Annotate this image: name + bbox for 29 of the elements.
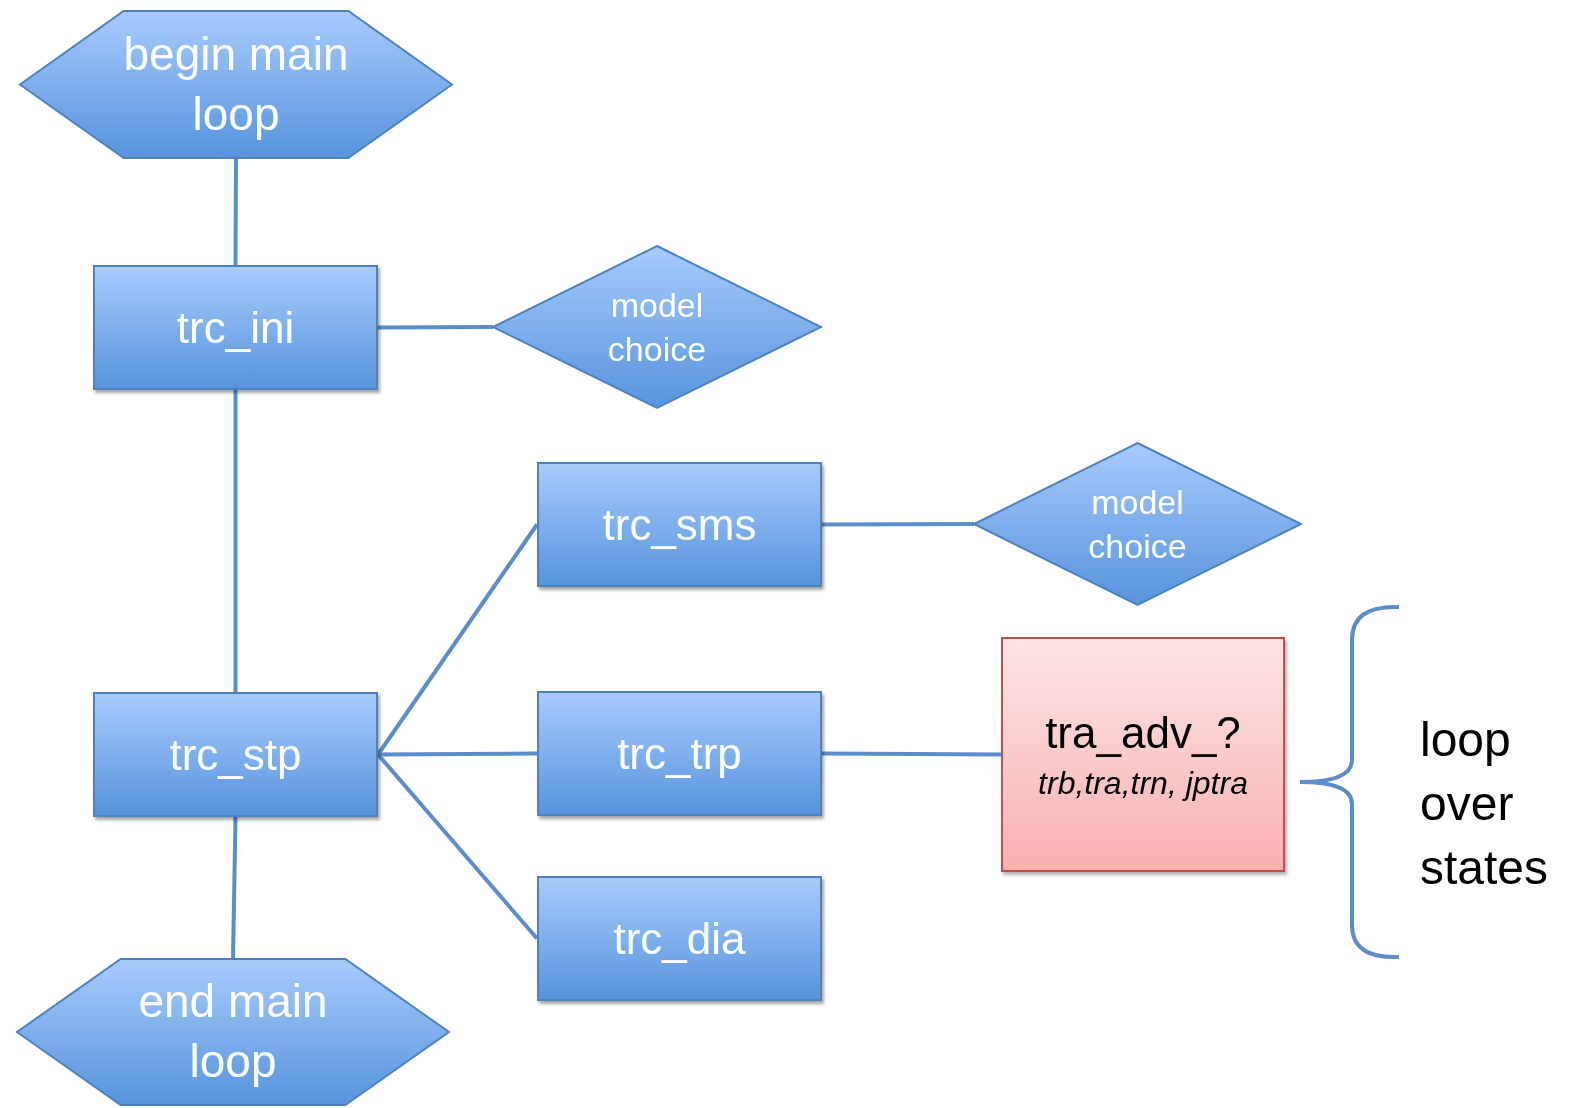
hexagon-terminator xyxy=(17,959,449,1105)
bracket-label: loop over states xyxy=(1420,712,1550,896)
process-box xyxy=(537,691,822,816)
node-note: trb,tra,trn, jptra xyxy=(1038,763,1248,803)
node-label: end main loop xyxy=(137,974,329,1089)
node-label: trc_dia xyxy=(613,912,746,965)
node-label: trc_trp xyxy=(617,727,742,780)
connector-line xyxy=(822,751,1001,757)
node-label: trc_sms xyxy=(602,498,757,551)
connector-line xyxy=(233,390,238,692)
process-box xyxy=(537,462,822,587)
connector-line xyxy=(378,751,537,757)
node-label: begin main loop xyxy=(122,26,350,142)
connector-line xyxy=(822,522,974,527)
node-label: trc_ini xyxy=(176,301,295,354)
node-label: model choice xyxy=(606,284,708,370)
decision-diamond xyxy=(974,443,1301,605)
decision-diamond xyxy=(493,246,821,408)
node-label: tra_adv_? xyxy=(1045,707,1241,760)
node-label: trc_stp xyxy=(169,728,302,781)
connector-line xyxy=(231,816,238,960)
process-box xyxy=(1001,637,1285,872)
connector-line xyxy=(378,325,493,330)
process-box xyxy=(93,692,378,817)
process-box xyxy=(93,265,378,390)
node-label: model choice xyxy=(1087,481,1188,567)
connector-line xyxy=(233,158,238,265)
hexagon-terminator xyxy=(20,11,452,158)
process-box xyxy=(537,876,822,1001)
